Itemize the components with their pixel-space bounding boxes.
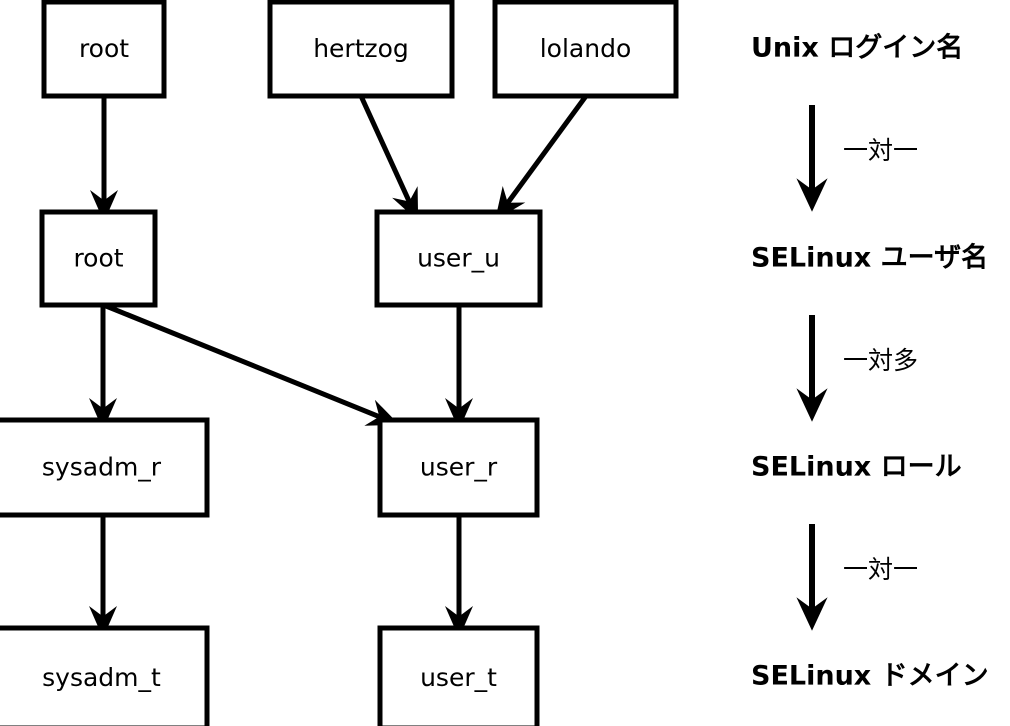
legend-selinux-domain: SELinux ドメイン bbox=[751, 661, 989, 692]
node-box bbox=[41, 0, 167, 99]
legend-selinux-role: SELinux ロール bbox=[751, 452, 962, 483]
node-label: sysadm_r bbox=[42, 453, 162, 482]
node-box bbox=[39, 209, 158, 308]
node-unix-hertzog: hertzog bbox=[267, 0, 455, 99]
node-box bbox=[267, 0, 455, 99]
node-box bbox=[374, 209, 543, 308]
node-box bbox=[0, 625, 210, 726]
node-label: user_u bbox=[417, 244, 500, 273]
edge-arrow bbox=[105, 303, 400, 426]
node-unix-root: root bbox=[41, 0, 167, 99]
edges-layer bbox=[88, 94, 589, 639]
legend-cardinality-label: 一対多 bbox=[843, 346, 918, 375]
node-box bbox=[377, 417, 540, 518]
node-domain-user-t: user_t bbox=[377, 625, 540, 726]
legend-layer: Unix ログイン名 SELinux ユーザ名 SELinux ロール SELinux… bbox=[751, 32, 989, 692]
edge-arrow bbox=[358, 94, 419, 222]
node-role-sysadm-r: sysadm_r bbox=[0, 417, 210, 518]
node-box bbox=[377, 625, 540, 726]
legend-relation-1: 一対一 bbox=[796, 105, 918, 212]
legend-cardinality-label: 一対一 bbox=[843, 555, 918, 584]
legend-unix-login: Unix ログイン名 bbox=[751, 32, 963, 64]
legend-cardinality-label: 一対一 bbox=[843, 136, 918, 165]
node-seuser-root: root bbox=[39, 209, 158, 308]
edge-arrow bbox=[495, 94, 589, 221]
node-box bbox=[492, 0, 679, 99]
node-domain-sysadm-t: sysadm_t bbox=[0, 625, 210, 726]
legend-relation-2: 一対多 bbox=[796, 315, 918, 422]
node-label: user_t bbox=[420, 663, 497, 692]
node-label: user_r bbox=[420, 453, 498, 482]
node-role-user-r: user_r bbox=[377, 417, 540, 518]
node-unix-lolando: lolando bbox=[492, 0, 679, 99]
legend-selinux-user: SELinux ユーザ名 bbox=[751, 242, 988, 274]
node-label: root bbox=[73, 244, 123, 273]
node-label: hertzog bbox=[313, 34, 409, 63]
node-label: sysadm_t bbox=[42, 663, 161, 692]
legend-relation-3: 一対一 bbox=[796, 524, 918, 631]
node-label: lolando bbox=[540, 34, 632, 63]
node-box bbox=[0, 417, 210, 518]
node-label: root bbox=[79, 34, 129, 63]
node-seuser-user-u: user_u bbox=[374, 209, 543, 308]
